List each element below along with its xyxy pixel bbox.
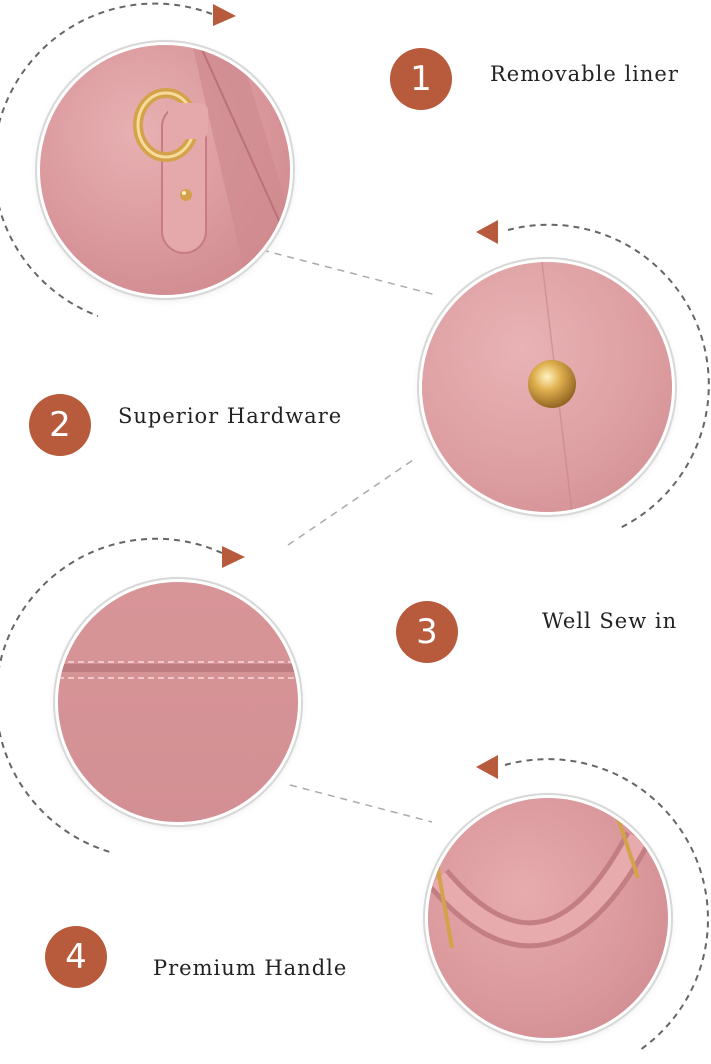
feature-badge-3: 3 bbox=[396, 601, 458, 663]
feature-label-4: Premium Handle bbox=[153, 956, 348, 980]
arrowhead-3 bbox=[222, 546, 245, 568]
feature-badge-4: 4 bbox=[45, 926, 107, 988]
handle-detail bbox=[428, 817, 651, 949]
feature-label-3: Well Sew in bbox=[542, 609, 678, 633]
connector-line-2 bbox=[287, 457, 417, 546]
feature-badge-1: 1 bbox=[390, 48, 452, 110]
connector-line-3 bbox=[289, 784, 433, 823]
photo-removable-liner bbox=[40, 45, 290, 295]
feature-label-1: Removable liner bbox=[490, 62, 679, 86]
arrowhead-1 bbox=[213, 4, 236, 26]
dashed-arc-3 bbox=[0, 537, 223, 853]
dashed-arc-2 bbox=[507, 223, 710, 529]
feature-label-2: Superior Hardware bbox=[118, 404, 343, 428]
dashed-arc-4 bbox=[504, 758, 709, 1051]
feature-badge-2: 2 bbox=[29, 394, 91, 456]
photo-premium-handle bbox=[428, 798, 668, 1038]
stud-detail bbox=[528, 262, 576, 512]
connector-line-1 bbox=[261, 249, 437, 296]
photo-well-sew-in bbox=[58, 582, 298, 822]
buckle-detail bbox=[133, 45, 290, 295]
photo-superior-hardware bbox=[422, 262, 672, 512]
arrowhead-2 bbox=[476, 220, 498, 244]
dashed-arc-1 bbox=[0, 2, 213, 317]
arrowhead-4 bbox=[476, 755, 498, 779]
stitching-detail bbox=[58, 661, 298, 679]
